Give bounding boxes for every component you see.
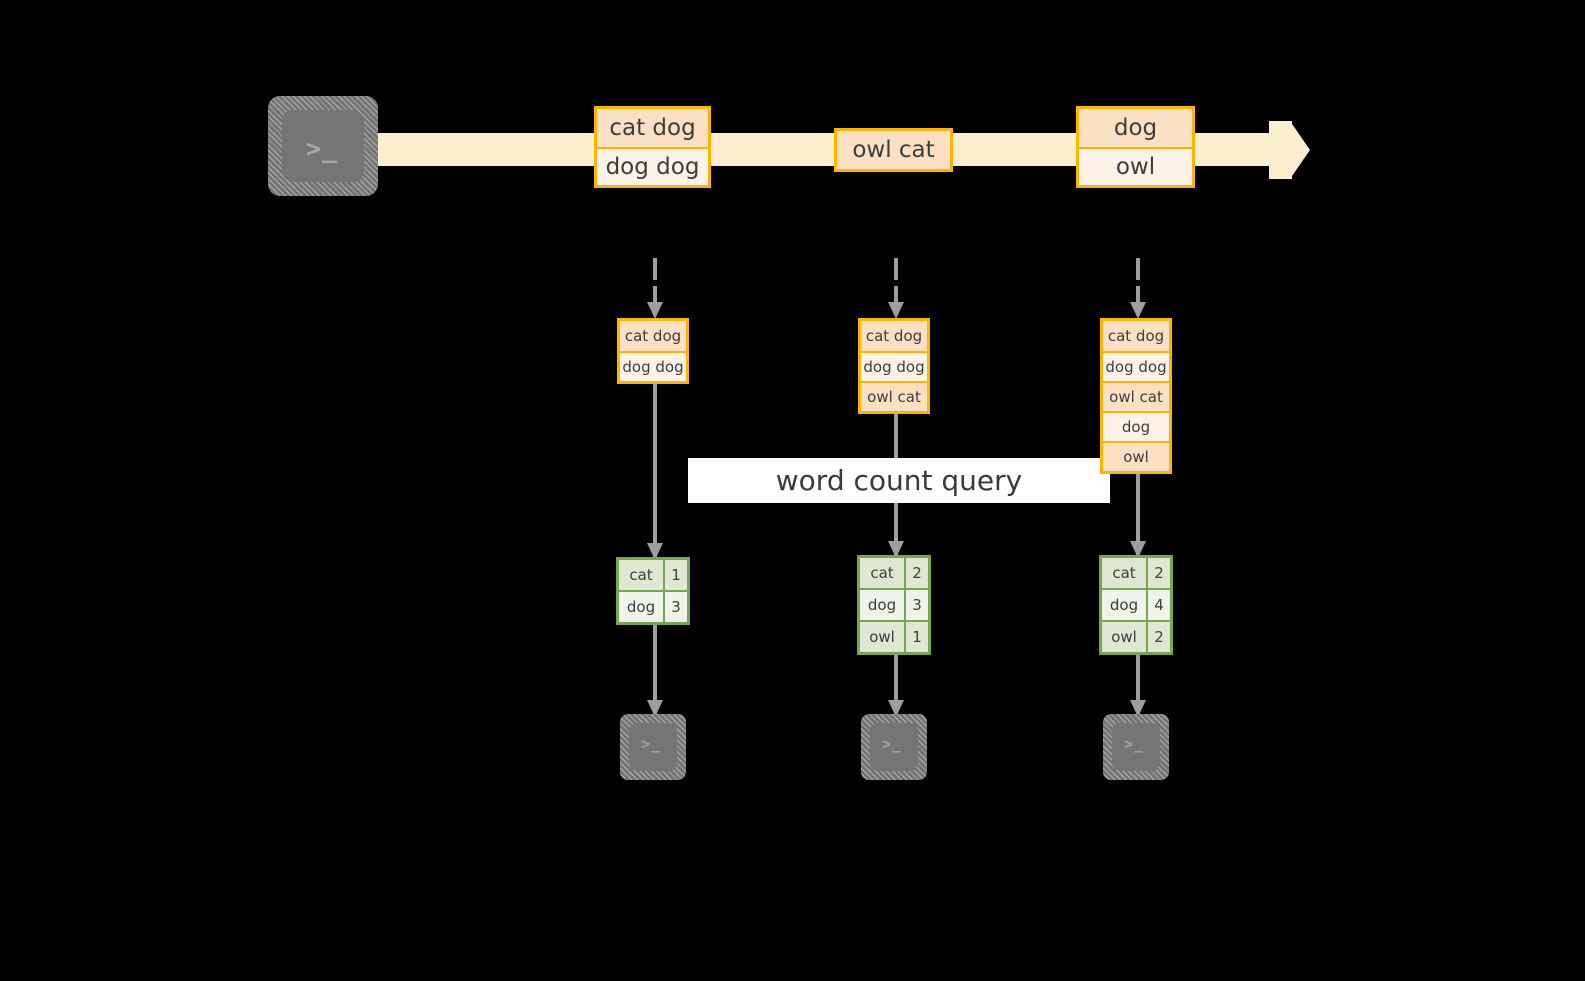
- log-row: cat dog: [1103, 321, 1169, 351]
- result-word: dog: [619, 592, 663, 622]
- arrow-dash-segment: [894, 258, 898, 280]
- arrow-dash-segment: [1136, 258, 1140, 280]
- terminal-screen: >_: [282, 110, 364, 182]
- table-row: owl 1: [860, 620, 928, 652]
- terminal-screen: >_: [870, 723, 918, 771]
- arrow-dash-segment: [653, 258, 657, 280]
- arrow-head: [647, 302, 663, 319]
- result-word: cat: [1102, 558, 1146, 588]
- result-count: 3: [663, 592, 687, 622]
- table-row: dog 4: [1102, 588, 1170, 620]
- log-snapshot-2: cat dog dog dog owl cat: [858, 318, 930, 414]
- stream-message-batch-2: owl cat: [834, 128, 953, 172]
- log-snapshot-3: cat dog dog dog owl cat dog owl: [1100, 318, 1172, 474]
- log-row: dog dog: [1103, 351, 1169, 381]
- arrow-stem: [1136, 472, 1140, 556]
- log-row: dog: [1103, 411, 1169, 441]
- result-count: 2: [1146, 622, 1170, 652]
- table-row: cat 2: [1102, 558, 1170, 588]
- arrow-stem: [894, 286, 898, 314]
- terminal-prompt-glyph: >_: [1124, 735, 1145, 753]
- message-row: dog dog: [597, 147, 708, 185]
- log-snapshot-1: cat dog dog dog: [617, 318, 689, 384]
- event-stream-arrowhead: [1290, 121, 1310, 179]
- terminal-prompt-glyph: >_: [641, 735, 662, 753]
- message-row: owl cat: [837, 131, 950, 169]
- query-banner: word count query: [688, 458, 1110, 503]
- result-word: dog: [1102, 590, 1146, 620]
- log-row: dog dog: [861, 351, 927, 381]
- log-row: owl cat: [1103, 381, 1169, 411]
- table-row: owl 2: [1102, 620, 1170, 652]
- arrow-head: [1130, 302, 1146, 319]
- arrow-stem: [1136, 286, 1140, 314]
- arrow-head: [888, 700, 904, 717]
- stream-message-batch-1: cat dog dog dog: [594, 106, 711, 188]
- result-word: owl: [1102, 622, 1146, 652]
- arrow-stem: [653, 625, 657, 715]
- log-row: owl: [1103, 441, 1169, 471]
- result-count: 2: [904, 558, 928, 588]
- terminal-prompt-glyph: >_: [306, 134, 339, 163]
- result-word: cat: [619, 560, 663, 590]
- message-row: dog: [1079, 109, 1192, 147]
- arrow-head: [888, 541, 904, 558]
- table-row: cat 2: [860, 558, 928, 588]
- arrow-stem: [894, 655, 898, 715]
- arrow-head: [647, 543, 663, 560]
- table-row: dog 3: [860, 588, 928, 620]
- arrow-head: [647, 700, 663, 717]
- arrow-stem: [653, 380, 657, 558]
- result-word: cat: [860, 558, 904, 588]
- source-terminal-icon: >_: [268, 96, 378, 196]
- arrow-stem: [653, 286, 657, 314]
- log-row: dog dog: [620, 351, 686, 381]
- terminal-screen: >_: [1112, 723, 1160, 771]
- arrow-head: [1130, 541, 1146, 558]
- message-row: owl: [1079, 147, 1192, 185]
- arrow-stem: [1136, 655, 1140, 715]
- result-word: owl: [860, 622, 904, 652]
- result-count: 3: [904, 590, 928, 620]
- result-count: 1: [904, 622, 928, 652]
- log-row: cat dog: [620, 321, 686, 351]
- result-table-3: cat 2 dog 4 owl 2: [1099, 555, 1173, 655]
- result-count: 1: [663, 560, 687, 590]
- terminal-prompt-glyph: >_: [882, 735, 903, 753]
- result-count: 4: [1146, 590, 1170, 620]
- message-row: cat dog: [597, 109, 708, 147]
- result-count: 2: [1146, 558, 1170, 588]
- sink-terminal-icon-2: >_: [861, 714, 927, 780]
- sink-terminal-icon-1: >_: [620, 714, 686, 780]
- stream-message-batch-3: dog owl: [1076, 106, 1195, 188]
- result-table-2: cat 2 dog 3 owl 1: [857, 555, 931, 655]
- sink-terminal-icon-3: >_: [1103, 714, 1169, 780]
- log-row: owl cat: [861, 381, 927, 411]
- table-row: cat 1: [619, 560, 687, 590]
- table-row: dog 3: [619, 590, 687, 622]
- terminal-screen: >_: [629, 723, 677, 771]
- log-row: cat dog: [861, 321, 927, 351]
- result-word: dog: [860, 590, 904, 620]
- arrow-head: [1130, 700, 1146, 717]
- arrow-head: [888, 302, 904, 319]
- result-table-1: cat 1 dog 3: [616, 557, 690, 625]
- event-stream-arrow-base: [1269, 121, 1292, 179]
